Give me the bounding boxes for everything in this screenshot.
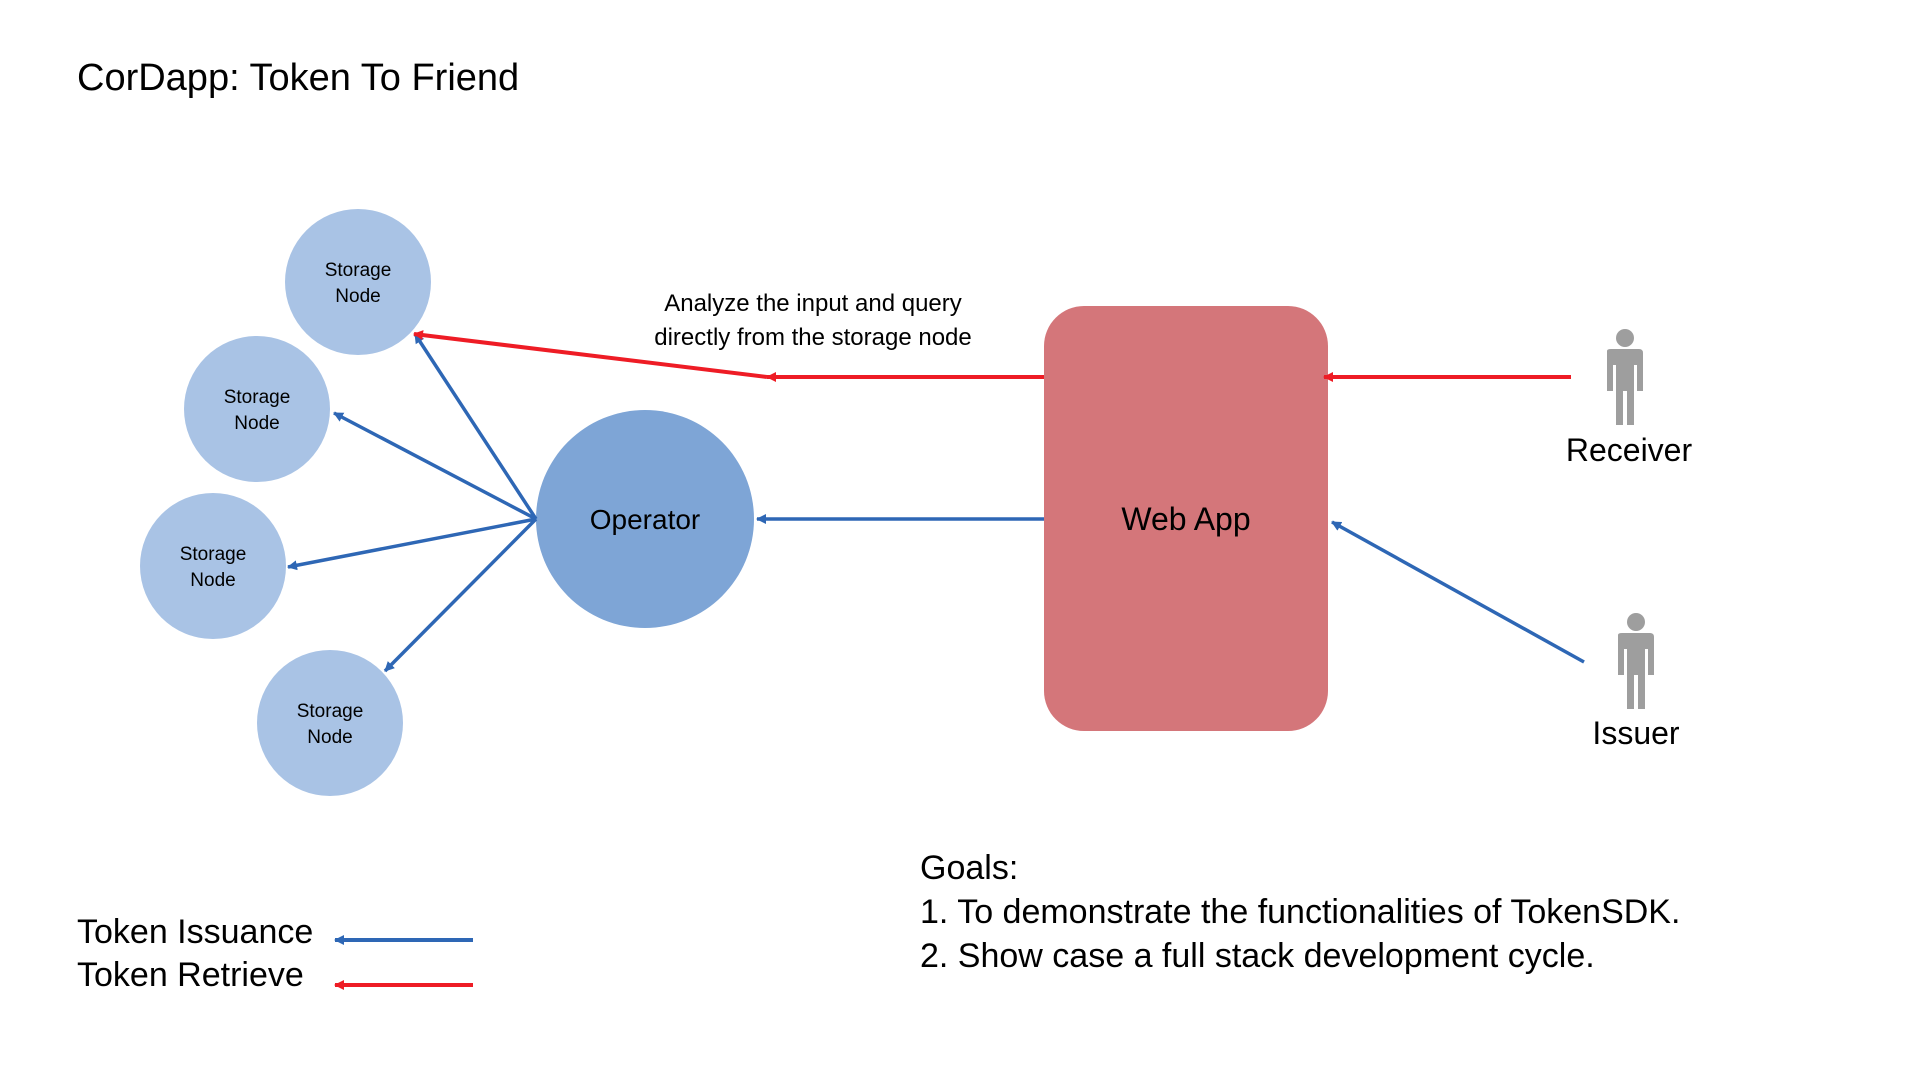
webapp-label: Web App xyxy=(1121,501,1250,537)
storage-node-2: Storage Node xyxy=(184,336,330,482)
page-title: CorDapp: Token To Friend xyxy=(77,57,520,99)
arrow-operator-to-storage-1 xyxy=(413,333,538,520)
arrow-issuer-to-webapp xyxy=(1331,520,1585,664)
goals-item: 2. Show case a full stack development cy… xyxy=(920,937,1595,975)
arrow-operator-to-storage-3 xyxy=(287,517,537,571)
legend-retrieve-label: Token Retrieve xyxy=(77,956,304,994)
webapp-node: Web App xyxy=(1044,306,1328,731)
legend-issuance-label: Token Issuance xyxy=(77,913,314,951)
storage-node-2-label-line2: Node xyxy=(234,413,279,434)
storage-node-4: Storage Node xyxy=(257,650,403,796)
arrow-operator-to-storage-2 xyxy=(333,411,537,521)
storage-node-2-label-line1: Storage xyxy=(224,387,291,408)
goals-item: 1. To demonstrate the functionalities of… xyxy=(920,893,1681,931)
storage-node-4-label-line1: Storage xyxy=(297,701,364,722)
retrieve-annotation: Analyze the input and query directly fro… xyxy=(654,290,972,351)
arrow-operator-to-storage-4 xyxy=(383,517,538,673)
storage-node-1-label-line1: Storage xyxy=(325,260,392,281)
storage-node-4-label-line2: Node xyxy=(307,727,352,748)
issuer-label: Issuer xyxy=(1592,715,1679,751)
storage-node-1: Storage Node xyxy=(285,209,431,355)
storage-node-3-label-line2: Node xyxy=(190,570,235,591)
goals-heading: Goals: xyxy=(920,849,1019,887)
receiver-label: Receiver xyxy=(1566,432,1693,468)
operator-node: Operator xyxy=(536,410,754,628)
operator-label: Operator xyxy=(590,504,701,535)
storage-node-3-label-line1: Storage xyxy=(180,544,247,565)
arrow-query-to-storage-1 xyxy=(413,330,768,379)
person-icon xyxy=(1607,329,1643,425)
storage-node-3: Storage Node xyxy=(140,493,286,639)
storage-node-1-label-line2: Node xyxy=(335,286,380,307)
person-icon xyxy=(1618,613,1654,709)
